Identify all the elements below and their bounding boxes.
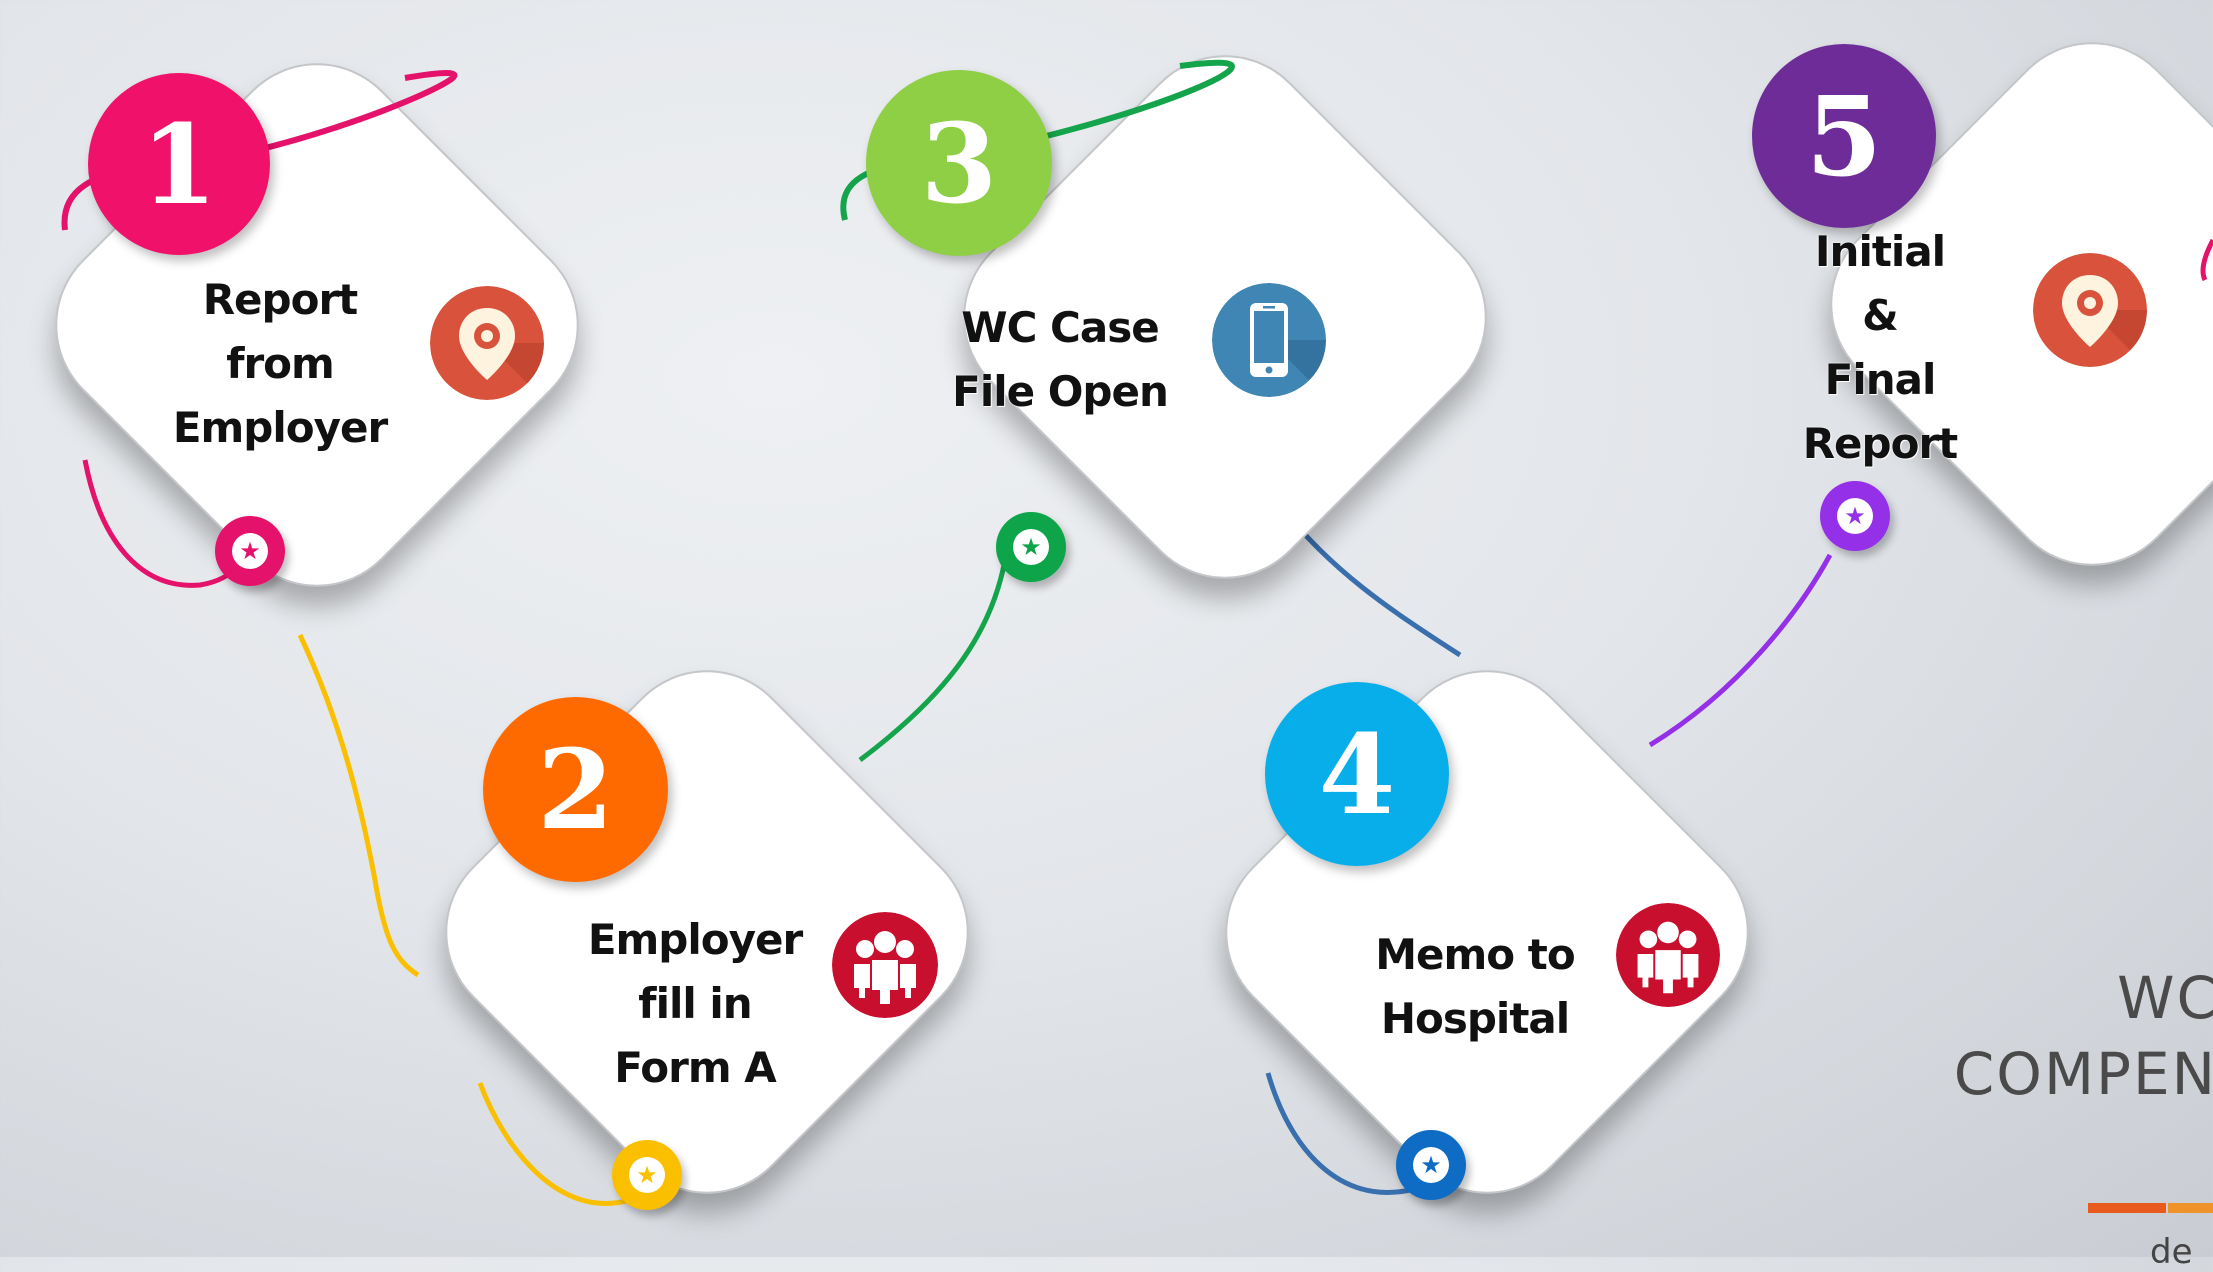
step-1-star-icon: ★ xyxy=(215,516,285,586)
step-3-label: WC Case File Open xyxy=(952,303,1169,416)
people-group-icon xyxy=(1616,903,1720,1007)
connector-1-2 xyxy=(297,633,420,978)
smartphone-icon xyxy=(1212,283,1326,397)
map-pin-icon xyxy=(430,286,544,400)
step-5-star-icon: ★ xyxy=(1820,481,1890,551)
people-group-icon xyxy=(832,912,938,1018)
step-5-edge-arc xyxy=(2200,238,2213,282)
step-3-top-arc xyxy=(840,59,1235,221)
step-3-number-badge: 3 xyxy=(866,70,1052,256)
slide-title-line-1: WC xyxy=(2117,964,2213,1032)
title-accent-bar-2 xyxy=(2168,1203,2213,1213)
connector-4-5 xyxy=(1648,553,1833,748)
step-4-bottom-arc xyxy=(1265,1072,1411,1195)
step-2-bottom-arc xyxy=(477,1082,631,1206)
step-2-label: Employer fill in Form A xyxy=(587,915,803,1092)
step-3-star-icon: ★ xyxy=(996,512,1066,582)
step-1-number-badge: 1 xyxy=(88,73,270,255)
step-2-star-icon: ★ xyxy=(612,1140,682,1210)
connector-2-3 xyxy=(858,559,1008,762)
step-5-number-badge: 5 xyxy=(1752,44,1936,228)
slide-title-line-2: COMPEN xyxy=(1953,1040,2213,1108)
step-4-number-badge: 4 xyxy=(1265,682,1449,866)
footer-text: de xyxy=(2150,1232,2193,1272)
step-4-star-icon: ★ xyxy=(1396,1130,1466,1200)
map-pin-icon xyxy=(2033,253,2147,367)
title-accent-bar xyxy=(2088,1203,2166,1213)
step-1-label: Report from Employer xyxy=(172,275,388,452)
step-4-label: Memo to Hospital xyxy=(1375,930,1575,1043)
step-5-label: Initial & Final Report xyxy=(1802,227,1959,468)
step-2-number-badge: 2 xyxy=(483,697,668,882)
